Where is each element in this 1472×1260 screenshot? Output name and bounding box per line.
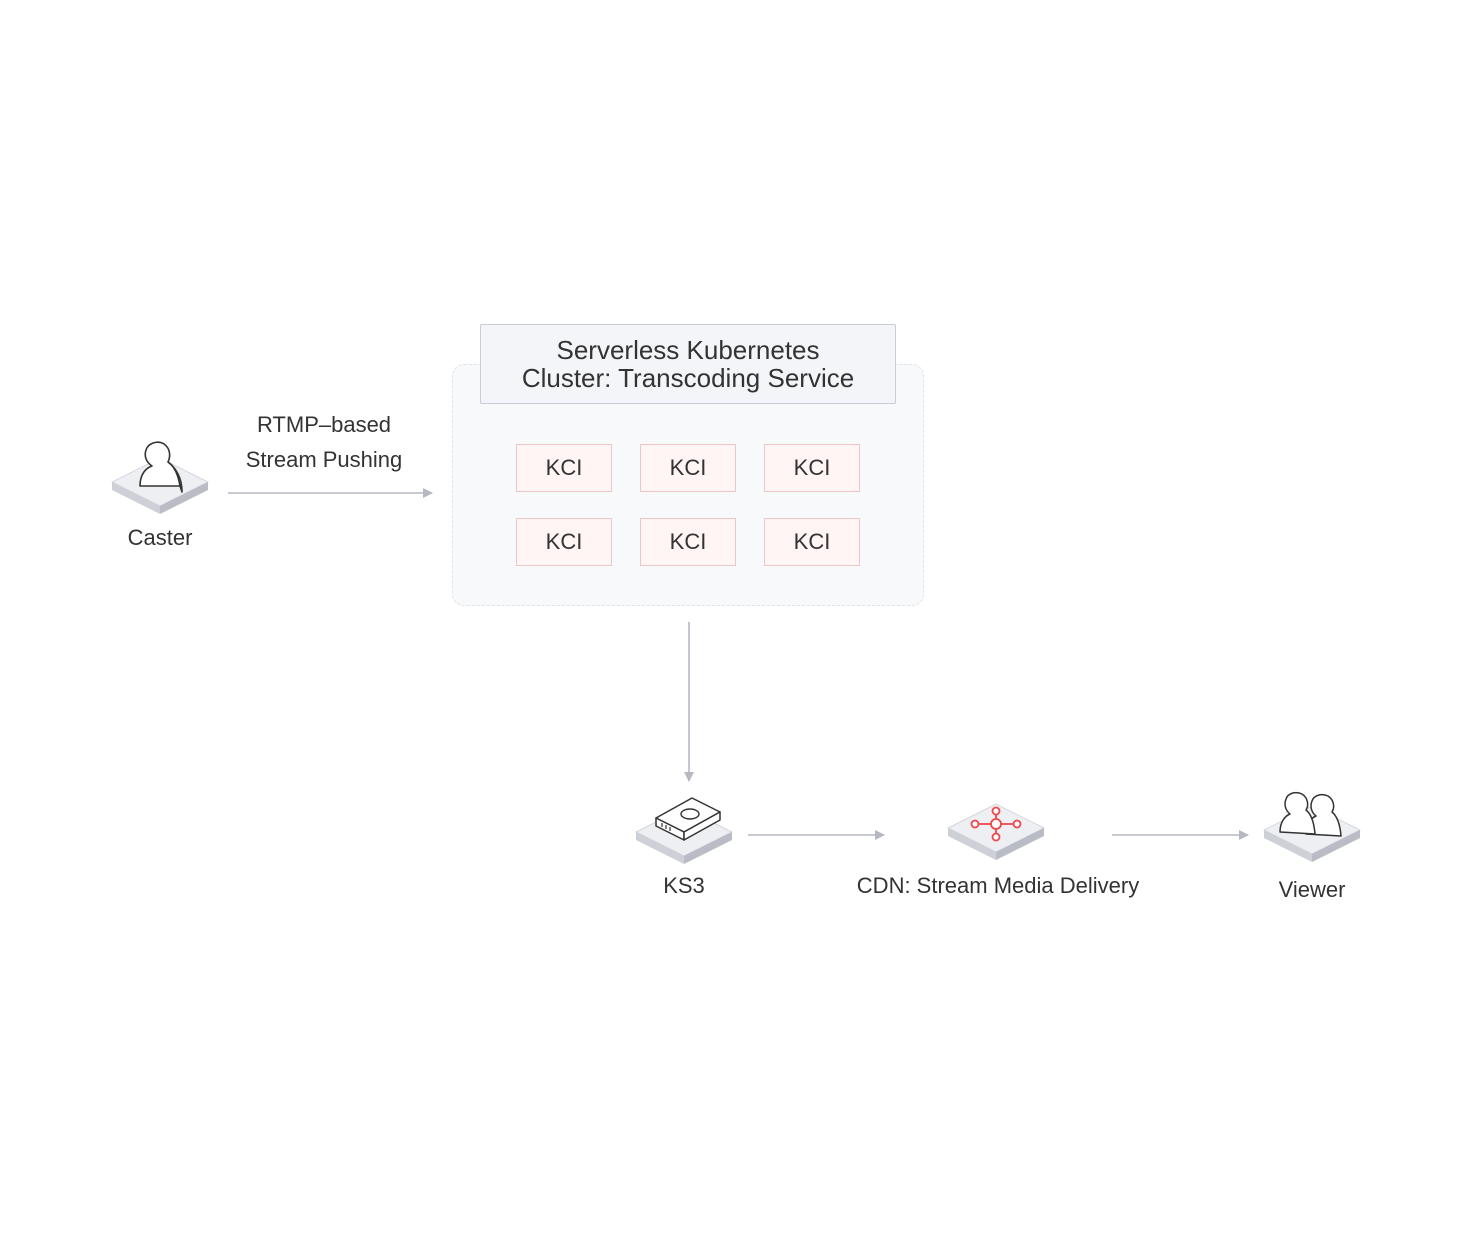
kci-instance: KCI xyxy=(640,518,736,566)
storage-server-icon xyxy=(634,797,734,864)
viewer-label: Viewer xyxy=(1278,877,1346,902)
cluster-title: Serverless Kubernetes Cluster: Transcodi… xyxy=(480,324,896,404)
kci-instance: KCI xyxy=(764,444,860,492)
edge-label-line1: RTMP–based xyxy=(256,412,392,437)
user-icon xyxy=(110,441,210,514)
kci-instance: KCI xyxy=(516,444,612,492)
users-group-icon xyxy=(1262,791,1362,862)
cdn-label: CDN: Stream Media Delivery xyxy=(856,873,1140,898)
cluster-title-line1: Serverless Kubernetes xyxy=(556,335,820,365)
kci-instance: KCI xyxy=(764,518,860,566)
caster-label: Caster xyxy=(127,525,193,550)
ks3-label: KS3 xyxy=(663,873,705,898)
cluster-title-line2: Cluster: Transcoding Service xyxy=(521,363,855,393)
network-hub-icon xyxy=(946,803,1046,860)
kci-instance: KCI xyxy=(640,444,736,492)
edge-label-line2: Stream Pushing xyxy=(245,447,403,472)
kci-instance: KCI xyxy=(516,518,612,566)
